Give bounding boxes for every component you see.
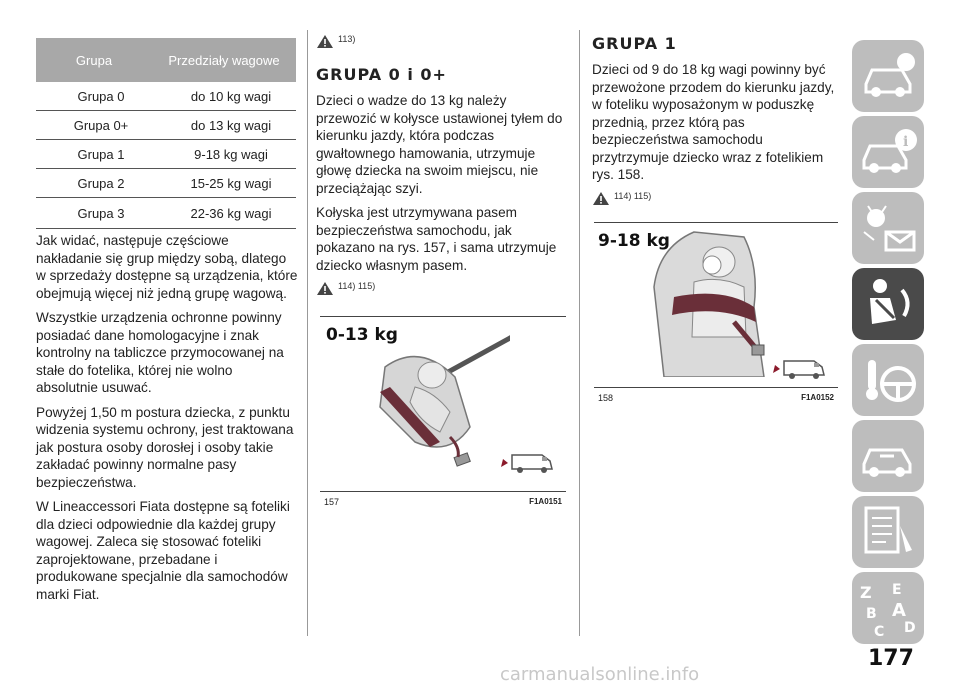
header-group: Grupa xyxy=(75,52,113,68)
safety-airbag-icon xyxy=(870,279,910,324)
svg-text:A: A xyxy=(892,600,906,621)
svg-text:C: C xyxy=(874,624,884,640)
sidebar-starting-driving[interactable] xyxy=(852,344,924,416)
page-number: 177 xyxy=(868,646,914,671)
svg-text:D: D xyxy=(904,620,916,636)
svg-text:B: B xyxy=(866,606,877,622)
warning-text: 113) xyxy=(338,34,356,44)
table-cell: do 13 kg wagi xyxy=(190,117,272,133)
table-cell: 15-25 kg wagi xyxy=(190,175,272,191)
paragraph: Kołyska jest utrzymywana pasem bezpiecze… xyxy=(316,205,557,273)
sidebar-warning-lights[interactable] xyxy=(852,192,924,264)
paragraph: Powyżej 1,50 m postura dziecka, z punktu… xyxy=(36,404,294,490)
figure-label: 0-13 kg xyxy=(326,325,398,345)
warning-reference: 114) 115) xyxy=(316,281,566,296)
car-dashboard-icon xyxy=(864,53,915,97)
section-heading: GRUPA 1 xyxy=(592,34,677,53)
paragraph: Jak widać, następuje częściowe nakładani… xyxy=(36,233,298,301)
section-heading: GRUPA 0 i 0+ xyxy=(316,65,447,84)
table-cell: 9-18 kg wagi xyxy=(194,146,268,162)
warning-reference: 113) xyxy=(316,34,566,49)
table-row: Grupa 0+ do 13 kg wagi xyxy=(36,111,296,140)
index-letters-icon: Z E B A C D xyxy=(860,582,916,640)
group-0-section: 113) GRUPA 0 i 0+ Dzieci o wadze do 13 k… xyxy=(316,34,566,296)
table-row: Grupa 2 15-25 kg wagi xyxy=(36,169,296,198)
paragraph: Dzieci o wadze do 13 kg należy przewozić… xyxy=(316,93,563,196)
emergency-icon xyxy=(862,448,912,477)
column-divider xyxy=(307,30,308,636)
sidebar-maintenance[interactable] xyxy=(852,496,924,568)
figure-code: F1A0152 xyxy=(801,393,834,402)
watermark: carmanualsonline.info xyxy=(500,664,700,685)
warning-text: 114) 115) xyxy=(614,190,652,201)
sidebar-car-info[interactable]: i xyxy=(852,116,924,188)
column-divider xyxy=(579,30,580,636)
warning-reference: 114) 115) xyxy=(592,191,840,206)
section-body: Dzieci od 9 do 18 kg wagi powinny być pr… xyxy=(592,61,840,184)
table-header: Grupa Przedziały wagowe xyxy=(36,38,296,82)
sidebar-car-dashboard[interactable] xyxy=(852,40,924,112)
svg-text:Z: Z xyxy=(860,583,872,602)
warning-triangle-icon xyxy=(593,191,609,205)
table-cell: Grupa 0 xyxy=(77,88,125,104)
figure-number: 158 xyxy=(598,393,614,403)
figure-code: F1A0151 xyxy=(529,497,562,506)
warning-triangle-icon xyxy=(317,35,333,48)
table-row: Grupa 1 9-18 kg wagi xyxy=(36,140,296,169)
group-1-section: GRUPA 1 Dzieci od 9 do 18 kg wagi powinn… xyxy=(592,34,840,206)
figure-label: 9-18 kg xyxy=(598,231,670,251)
figure-number: 157 xyxy=(324,497,340,507)
child-seat-illustration xyxy=(653,231,765,377)
table-cell: Grupa 3 xyxy=(77,205,125,221)
van-icon xyxy=(501,454,553,473)
intro-text: Jak widać, następuje częściowe nakładani… xyxy=(36,232,298,610)
starting-driving-icon xyxy=(866,360,916,402)
header-weight: Przedziały wagowe xyxy=(168,52,280,68)
sidebar-safety[interactable] xyxy=(852,268,924,340)
figure-157: 0-13 kg 157 F1A0151 xyxy=(320,316,566,507)
warning-text: 114) 115) xyxy=(338,281,376,291)
table-cell: Grupa 2 xyxy=(77,175,125,191)
car-info-icon: i xyxy=(862,129,917,173)
figure-158: 9-18 kg 158 F1A0152 xyxy=(594,222,838,403)
sidebar-emergency[interactable] xyxy=(852,420,924,492)
paragraph: W Lineaccessori Fiata dostępne są foteli… xyxy=(36,499,290,602)
svg-text:i: i xyxy=(903,134,908,150)
weight-group-table: Grupa Przedziały wagowe Grupa 0 do 10 kg… xyxy=(36,38,296,229)
warning-triangle-icon xyxy=(317,282,333,295)
maintenance-icon xyxy=(864,506,912,554)
table-row: Grupa 0 do 10 kg wagi xyxy=(36,82,296,111)
table-cell: Grupa 1 xyxy=(77,146,125,162)
table-row: Grupa 3 22-36 kg wagi xyxy=(36,198,296,229)
paragraph: Wszystkie urządzenia ochronne powinny po… xyxy=(36,310,284,395)
table-cell: do 10 kg wagi xyxy=(190,88,272,104)
van-icon xyxy=(773,360,825,379)
svg-text:E: E xyxy=(892,582,902,598)
infant-carrier-illustration xyxy=(379,335,510,467)
warning-lights-icon xyxy=(863,205,916,252)
sidebar-technical-data[interactable]: Z E B A C D xyxy=(852,572,924,644)
section-body: Dzieci o wadze do 13 kg należy przewozić… xyxy=(316,92,566,274)
table-cell: 22-36 kg wagi xyxy=(190,205,272,221)
table-cell: Grupa 0+ xyxy=(73,117,129,133)
paragraph: Dzieci od 9 do 18 kg wagi powinny być pr… xyxy=(592,62,835,182)
